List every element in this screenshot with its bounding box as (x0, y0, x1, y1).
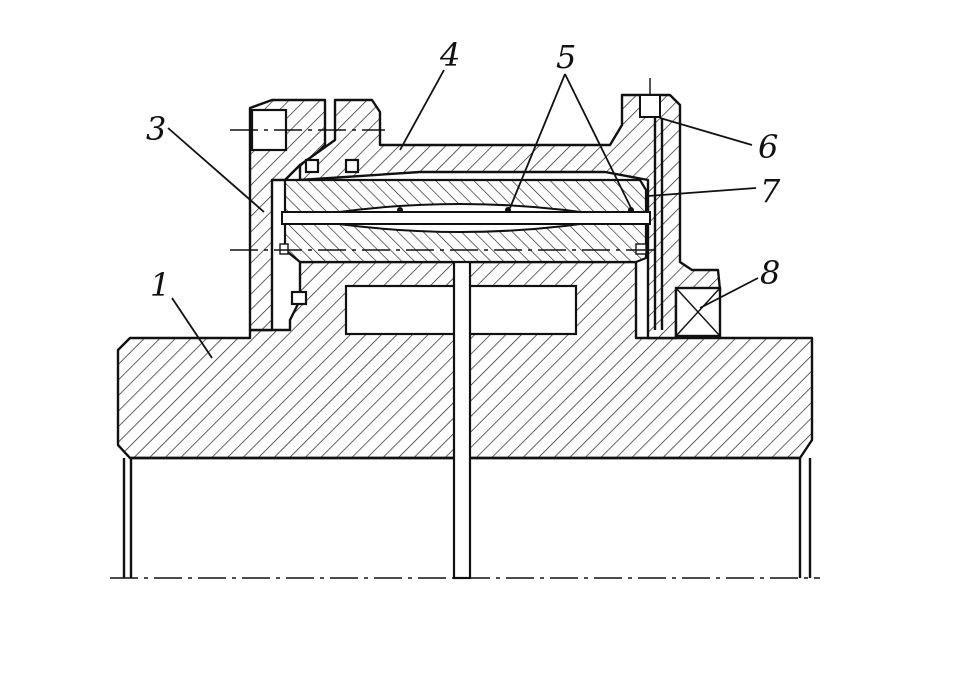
bearing (674, 286, 722, 338)
valve-seat-left (397, 207, 403, 213)
callout-1: 1 (150, 266, 170, 304)
plug-screw (639, 94, 661, 118)
leader-5b (564, 73, 633, 211)
leader-6 (659, 117, 753, 146)
leader-4 (399, 69, 445, 151)
leader-3 (167, 127, 265, 213)
callout-8: 8 (760, 254, 780, 292)
oil-channel (639, 78, 664, 330)
leader-1 (171, 297, 213, 359)
callout-5: 5 (556, 38, 576, 76)
callout-4: 4 (439, 36, 460, 74)
diaphragm (279, 178, 651, 264)
callout-7: 7 (760, 172, 781, 210)
leader-8 (699, 277, 759, 309)
leader-lines (167, 69, 759, 359)
valve-seat-center (505, 207, 511, 213)
seal-ring-left (304, 158, 320, 174)
callout-3: 3 (146, 110, 166, 148)
leader-7 (647, 187, 757, 197)
callout-6: 6 (758, 128, 778, 166)
callout-labels: 1 3 4 5 6 7 8 (146, 36, 781, 304)
center-lines (110, 129, 820, 579)
housing (248, 93, 722, 340)
leader-5a (509, 73, 566, 209)
seal-ring-right (344, 158, 360, 174)
seal-ring-lower (290, 290, 308, 306)
